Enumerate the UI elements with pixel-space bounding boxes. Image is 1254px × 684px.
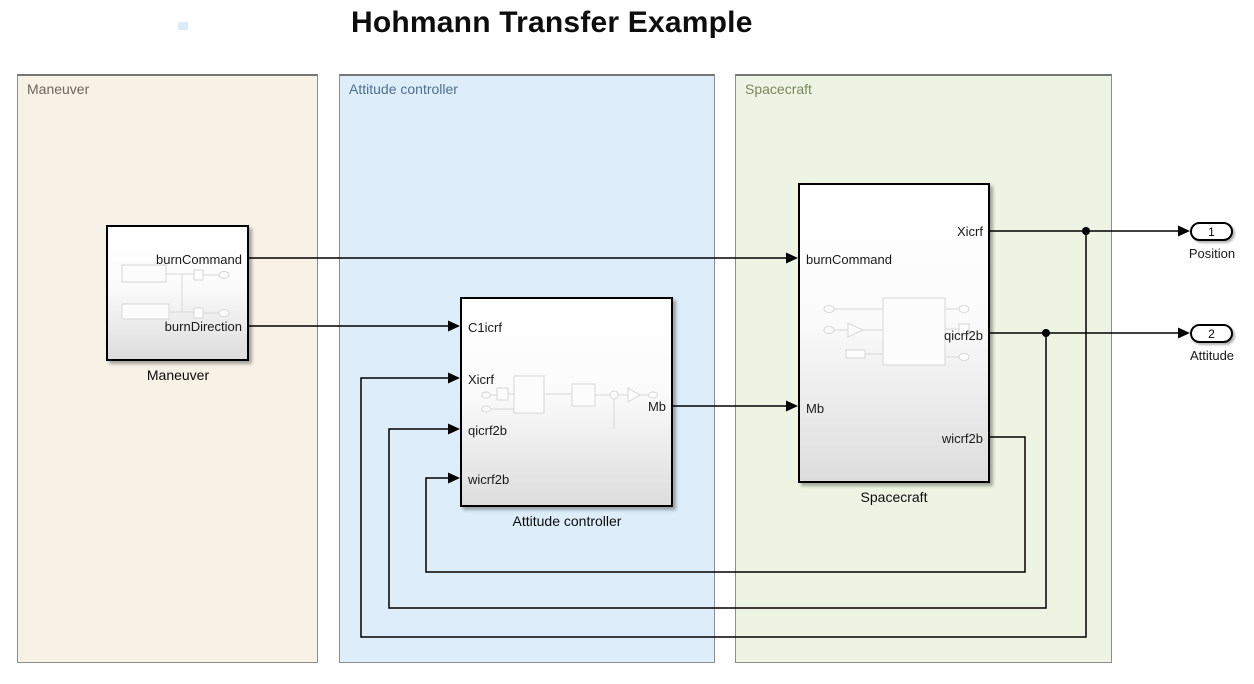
block-caption-maneuver[interactable]: Maneuver [146, 367, 210, 383]
port-label-xicrf-out: Xicrf [957, 224, 983, 239]
block-caption-spacecraft[interactable]: Spacecraft [860, 489, 928, 505]
block-caption-attitude-controller[interactable]: Attitude controller [512, 513, 622, 529]
wire-burncommand[interactable] [249, 252, 798, 264]
port-label-mb-in: Mb [806, 401, 825, 416]
outport-position-number: 1 [1208, 224, 1215, 239]
block-attitude-controller[interactable]: C1icrf Xicrf qicrf2b wicrf2b Mb [460, 297, 673, 507]
area-attitude-controller-label[interactable]: Attitude controller [349, 81, 458, 97]
port-label-xicrf-in: Xicrf [468, 372, 494, 387]
diagram-title: Hohmann Transfer Example [351, 6, 753, 39]
port-label-c1icrf-in: C1icrf [468, 320, 502, 335]
block-spacecraft[interactable]: burnCommand Mb Xicrf qicrf2b wicrf2b [798, 183, 990, 483]
area-spacecraft-label[interactable]: Spacecraft [745, 81, 812, 97]
outport-position[interactable]: 1 [1190, 222, 1233, 241]
outport-position-label[interactable]: Position [1188, 246, 1236, 261]
port-label-burndirection-out: burnDirection [164, 319, 242, 334]
port-label-qicrf2b-in: qicrf2b [468, 423, 508, 438]
block-maneuver[interactable]: burnCommand burnDirection [106, 225, 249, 361]
port-label-qicrf2b-out: qicrf2b [943, 328, 983, 343]
area-maneuver-label[interactable]: Maneuver [27, 81, 90, 97]
port-label-burncommand-in: burnCommand [806, 252, 892, 267]
wire-wicrf2b-feedback[interactable] [425, 436, 1026, 573]
spacecraft-contents-preview [823, 297, 970, 366]
wire-xicrf-position[interactable] [360, 225, 1190, 638]
outport-attitude-label[interactable]: Attitude [1189, 348, 1235, 363]
area-maneuver[interactable]: Maneuver [17, 74, 318, 663]
maneuver-contents-preview [121, 264, 230, 320]
wire-burndirection-c1icrf[interactable] [249, 320, 460, 332]
wire-mb[interactable] [673, 400, 798, 412]
outport-attitude-number: 2 [1208, 326, 1215, 341]
annotation-dot [178, 22, 188, 30]
port-label-mb-out: Mb [647, 399, 666, 414]
outport-attitude[interactable]: 2 [1190, 324, 1233, 343]
wire-qicrf2b-attitude[interactable] [388, 327, 1190, 609]
attitude-controller-contents-preview [481, 375, 658, 429]
port-label-burncommand-out: burnCommand [156, 252, 242, 267]
port-label-wicrf2b-out: wicrf2b [941, 431, 983, 446]
port-label-wicrf2b-in: wicrf2b [468, 472, 510, 487]
